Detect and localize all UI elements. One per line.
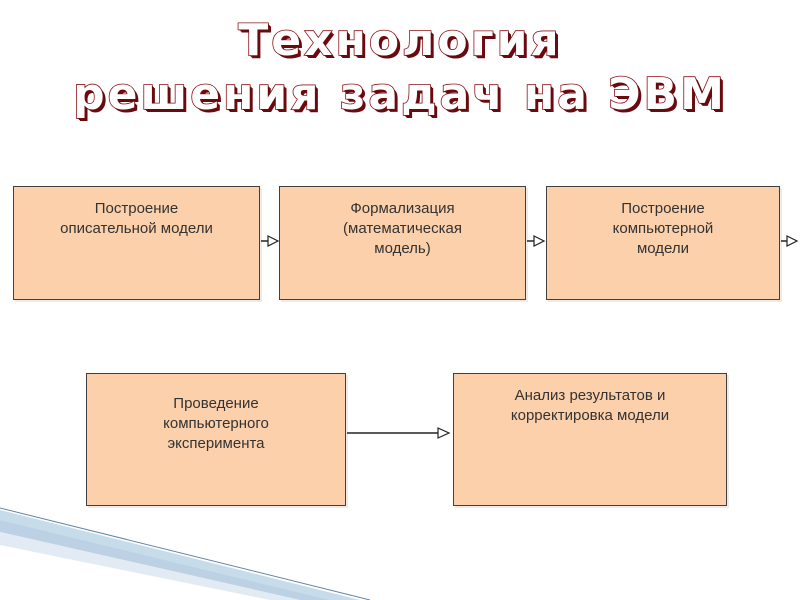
step-analysis: Анализ результатов и корректировка модел… <box>453 373 727 506</box>
arrow-2-to-3 <box>527 235 546 247</box>
step-computer-model: Построение компьютерной модели <box>546 186 780 300</box>
arrow-1-to-2 <box>261 235 280 247</box>
title-line-2: решения задач на ЭВМ <box>72 69 727 121</box>
step-text-line: компьютерной <box>612 220 714 237</box>
step-text-line: модель) <box>374 240 431 257</box>
step-text-line: Анализ результатов и <box>514 387 666 404</box>
arrow-3-out <box>781 235 799 247</box>
step-text-line: корректировка модели <box>510 407 670 424</box>
step-text-line: модели <box>636 240 690 257</box>
step-formalization: Формализация (математическая модель) <box>279 186 526 300</box>
step-text-line: Проведение <box>173 395 259 412</box>
title-line-1: Технология <box>237 15 562 67</box>
step-text-line: Формализация <box>350 200 455 217</box>
step-text-line: (математическая <box>343 220 462 237</box>
arrow-4-to-5 <box>347 427 451 439</box>
step-computer-experiment: Проведение компьютерного эксперимента <box>86 373 346 506</box>
step-text-line: эксперимента <box>167 435 265 452</box>
step-text-line: описательной модели <box>60 220 213 237</box>
step-text-line: Построение <box>621 200 705 217</box>
step-text-line: Построение <box>94 200 179 217</box>
step-descriptive-model: Построение описательной модели <box>13 186 260 300</box>
step-text-line: компьютерного <box>163 415 269 432</box>
